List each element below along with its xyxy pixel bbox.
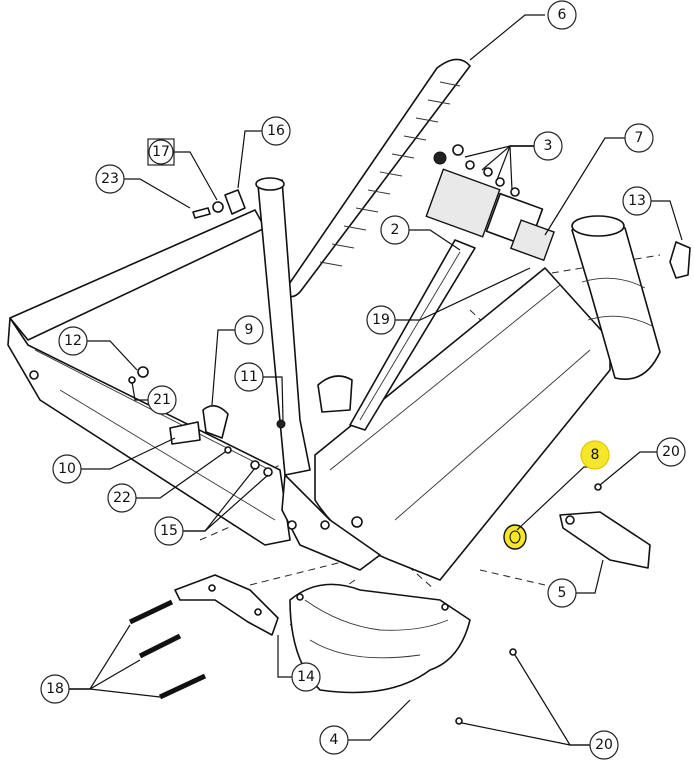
- callout-2: 2: [380, 215, 410, 245]
- cover-ribs: [319, 81, 461, 267]
- callout-15: 15: [154, 516, 184, 546]
- svg-text:20: 20: [595, 737, 613, 753]
- svg-text:11: 11: [240, 369, 258, 385]
- callout-7: 7: [624, 123, 654, 153]
- part-7-control-assembly: [425, 144, 555, 262]
- small-hardware: [128, 366, 353, 477]
- callout-23: 23: [95, 164, 125, 194]
- callout-9: 9: [234, 315, 264, 345]
- callout-22: 22: [107, 483, 137, 513]
- svg-text:18: 18: [46, 681, 64, 697]
- part-16-clamp: [192, 189, 246, 219]
- callouts: 6 16 17 23 3 7 2 13: [40, 0, 686, 760]
- callout-10: 10: [52, 454, 82, 484]
- svg-text:9: 9: [245, 322, 254, 338]
- part-2-rail: [349, 239, 476, 431]
- svg-text:3: 3: [544, 138, 553, 154]
- svg-text:5: 5: [558, 585, 567, 601]
- svg-text:15: 15: [160, 523, 178, 539]
- svg-text:6: 6: [558, 7, 567, 23]
- leader-lines: [68, 14, 683, 746]
- callout-20-lower: 20: [589, 730, 619, 760]
- svg-text:10: 10: [58, 461, 76, 477]
- callout-3: 3: [533, 131, 563, 161]
- svg-text:22: 22: [113, 490, 131, 506]
- callout-17: 17: [147, 138, 175, 166]
- callout-20-upper: 20: [656, 437, 686, 467]
- part-13-clip: [669, 241, 691, 279]
- svg-text:19: 19: [372, 312, 390, 328]
- svg-text:21: 21: [153, 392, 171, 408]
- svg-text:12: 12: [64, 333, 82, 349]
- svg-text:4: 4: [330, 732, 339, 748]
- part-4-motor-cover: [289, 583, 471, 694]
- svg-text:7: 7: [635, 130, 644, 146]
- svg-text:8: 8: [591, 447, 600, 463]
- part-5-bracket: [559, 511, 651, 569]
- part-6-downtube-cover: [284, 58, 471, 298]
- callout-19: 19: [366, 305, 396, 335]
- svg-text:23: 23: [101, 171, 119, 187]
- callout-4: 4: [319, 725, 349, 755]
- callout-12: 12: [58, 326, 88, 356]
- callout-18: 18: [40, 674, 70, 704]
- svg-text:14: 14: [297, 669, 315, 685]
- part-18-bolts: [128, 599, 207, 700]
- callout-21: 21: [147, 385, 177, 415]
- svg-text:16: 16: [267, 123, 285, 139]
- callout-14: 14: [291, 662, 321, 692]
- part-14-mount: [174, 574, 279, 636]
- callout-11: 11: [234, 362, 264, 392]
- callout-13: 13: [622, 186, 652, 216]
- part-20-screws: [455, 483, 602, 725]
- svg-text:20: 20: [662, 444, 680, 460]
- callout-16: 16: [261, 116, 291, 146]
- part-8-cap: [503, 524, 527, 550]
- callout-8: 8: [580, 440, 610, 470]
- svg-text:17: 17: [152, 144, 170, 160]
- svg-text:13: 13: [628, 193, 646, 209]
- svg-text:2: 2: [391, 222, 400, 238]
- callout-5: 5: [547, 578, 577, 608]
- callout-6: 6: [547, 0, 577, 30]
- main-frame: [7, 177, 661, 581]
